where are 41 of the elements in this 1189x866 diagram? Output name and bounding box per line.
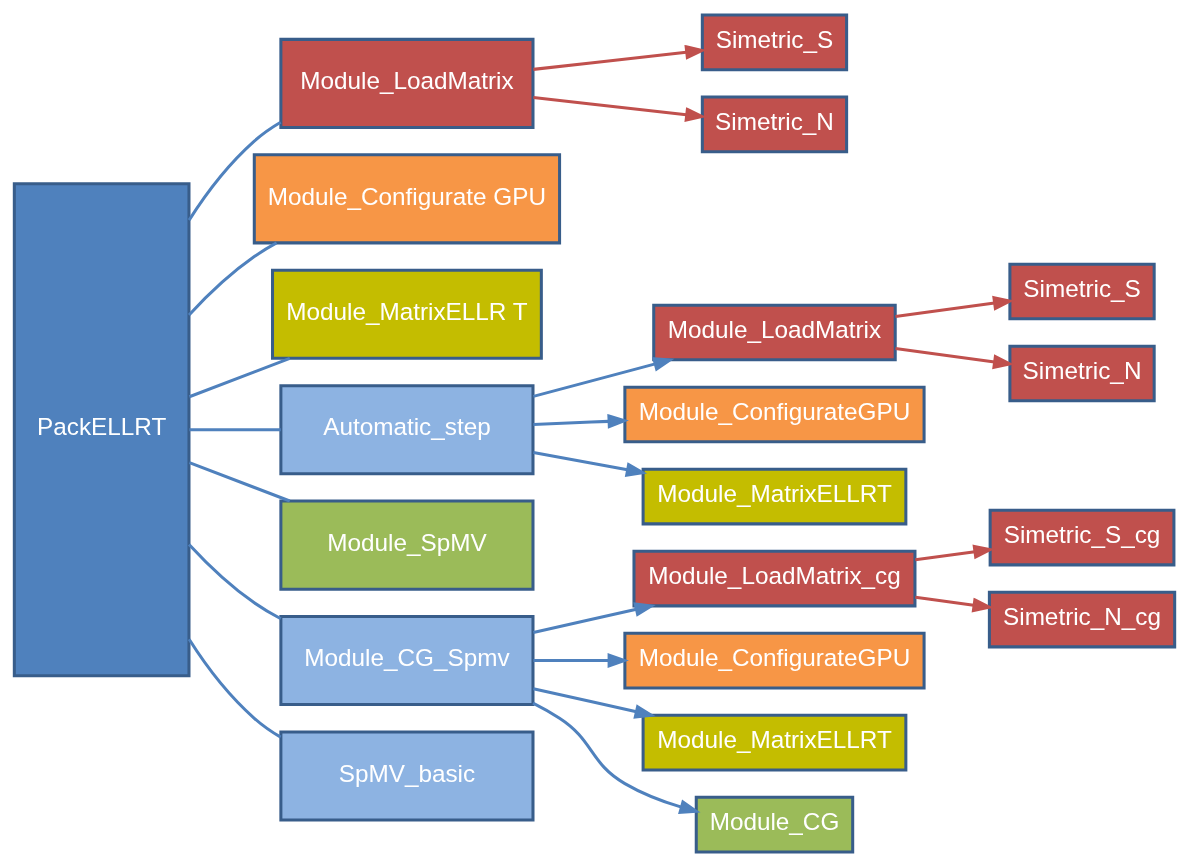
- node-box: Module_LoadMatrix: [279, 37, 535, 129]
- node-box: Simetric_N_cg: [987, 590, 1177, 648]
- arrow: [533, 95, 707, 122]
- arrow: [533, 450, 648, 477]
- node-box: SpMV_basic: [279, 729, 535, 822]
- arrow: [533, 44, 707, 71]
- arrow: [533, 413, 629, 429]
- node-box: Simetric_S: [700, 13, 849, 71]
- connector: [187, 637, 282, 738]
- arrow: [533, 601, 656, 634]
- node-box: Module_SpMV: [279, 499, 535, 591]
- arrow: [532, 701, 701, 814]
- connector: [187, 241, 278, 316]
- node-box: Module_CG_Spmv: [279, 614, 535, 706]
- node-box: Module_MatrixELLRT: [641, 713, 908, 771]
- connector: [187, 542, 282, 620]
- node-box: Simetric_N: [700, 95, 849, 153]
- node-box: Module_LoadMatrix_cg: [632, 549, 917, 607]
- node-box: Automatic_step: [279, 383, 535, 475]
- node-box: Module_LoadMatrix: [652, 303, 897, 361]
- arrow: [895, 295, 1015, 318]
- node-box: Simetric_S: [1008, 262, 1156, 320]
- node-box: Module_ConfigurateGPU: [623, 385, 926, 443]
- arrow: [915, 544, 995, 561]
- connector: [188, 460, 291, 502]
- node-box: Simetric_N: [1008, 344, 1156, 402]
- node-box: Simetric_S_cg: [988, 508, 1176, 566]
- arrow: [533, 686, 656, 719]
- node-box: Module_MatrixELLRT: [641, 467, 908, 525]
- arrow: [533, 356, 675, 398]
- arrow: [895, 346, 1015, 369]
- arrow: [533, 652, 629, 668]
- node-box: Module_CG: [694, 795, 855, 853]
- connector: [189, 427, 281, 431]
- arrow: [915, 595, 994, 612]
- node-box: Module_Configurate GPU: [252, 152, 562, 244]
- node-box: PackELLRT: [12, 181, 191, 677]
- node-box: Module_ConfigurateGPU: [623, 631, 926, 689]
- connector: [188, 356, 291, 398]
- connector: [187, 120, 282, 221]
- node-box: Module_MatrixELLR T: [271, 268, 543, 360]
